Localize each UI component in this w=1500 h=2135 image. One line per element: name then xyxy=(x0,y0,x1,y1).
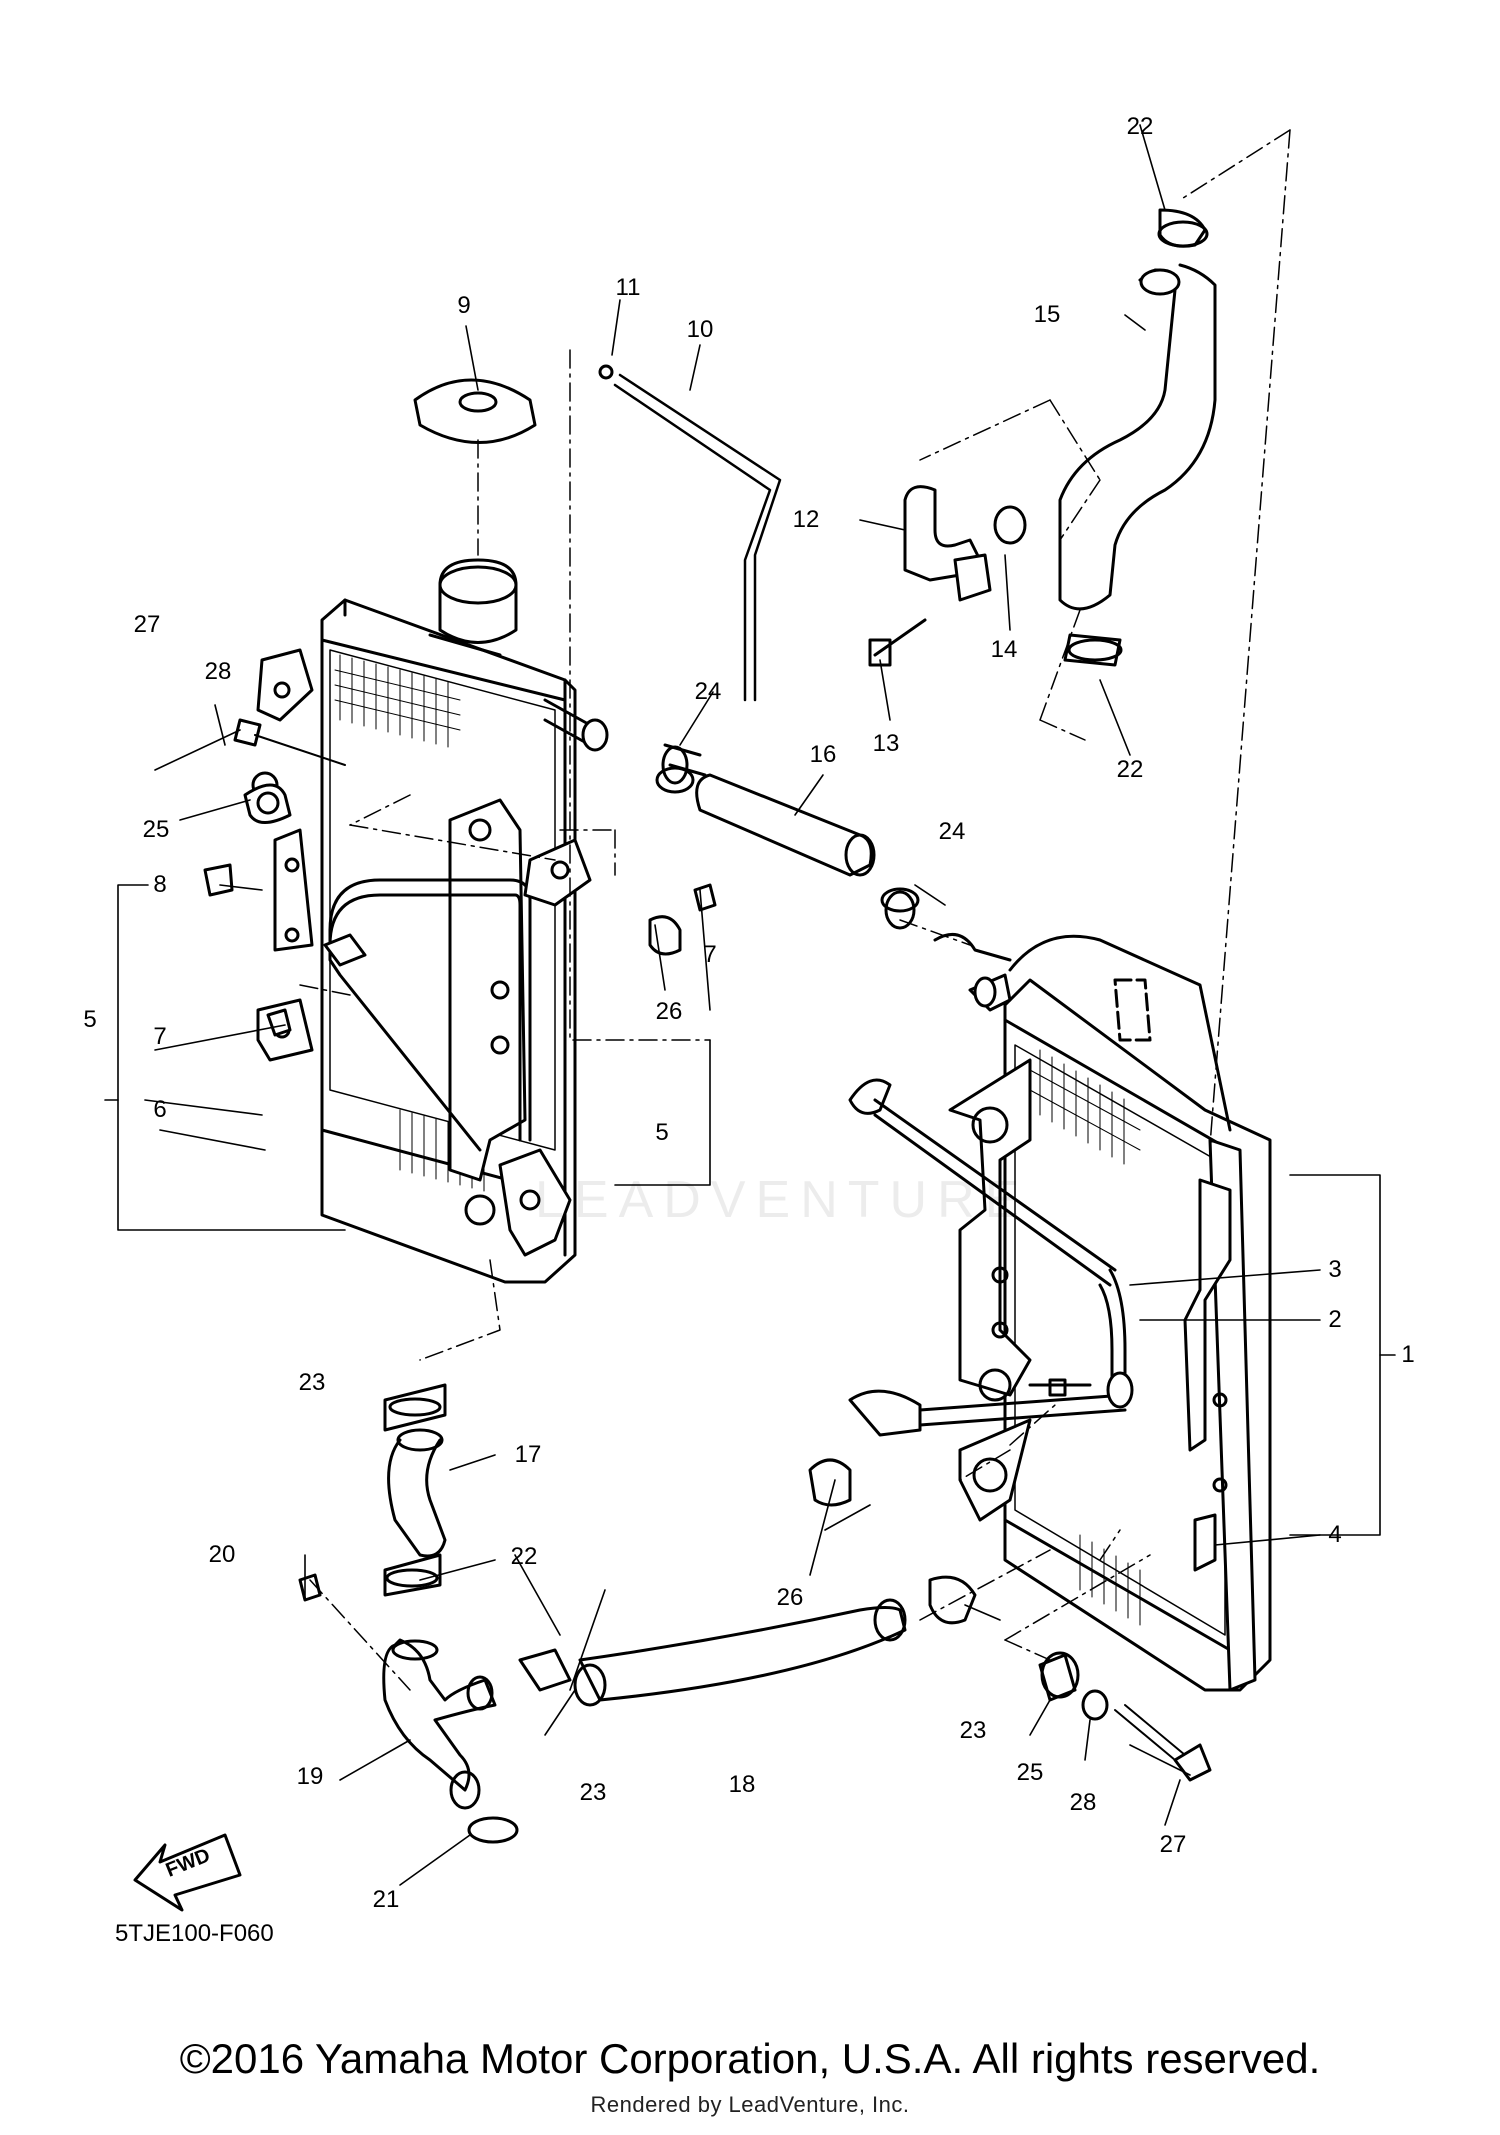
callout-23: 23 xyxy=(579,1779,607,1806)
callout-5: 5 xyxy=(655,1119,669,1146)
callout-26: 26 xyxy=(655,998,683,1025)
fwd-arrow-icon xyxy=(133,1833,242,1912)
callout-26: 26 xyxy=(776,1584,804,1611)
callout-27: 27 xyxy=(1159,1831,1187,1858)
callout-11: 11 xyxy=(615,274,641,301)
callout-3: 3 xyxy=(1328,1256,1342,1283)
group-brackets xyxy=(104,884,1396,1536)
callout-25: 25 xyxy=(142,816,170,843)
callout-20: 20 xyxy=(208,1541,236,1568)
rendered-by-notice: Rendered by LeadVenture, Inc. xyxy=(590,2092,910,2117)
callout-23: 23 xyxy=(959,1717,987,1744)
small-parts xyxy=(203,208,1217,1844)
callout-22: 22 xyxy=(510,1543,538,1570)
callout-17: 17 xyxy=(514,1441,542,1468)
callout-15: 15 xyxy=(1033,301,1061,328)
callout-1: 1 xyxy=(1401,1341,1415,1368)
callout-7: 7 xyxy=(703,941,717,968)
assembly-guides xyxy=(299,129,1291,1691)
callout-21: 21 xyxy=(372,1886,400,1913)
callout-8: 8 xyxy=(153,871,167,898)
callout-22: 22 xyxy=(1126,113,1154,140)
right-radiator xyxy=(848,934,1272,1692)
diagram-part-code: 5TJE100-F060 xyxy=(115,1920,274,1947)
callout-28: 28 xyxy=(204,658,232,685)
callout-6: 6 xyxy=(153,1096,167,1123)
copyright-notice: ©2016 Yamaha Motor Corporation, U.S.A. A… xyxy=(179,2035,1321,2082)
right-core-fins xyxy=(1029,1049,1141,1626)
callout-9: 9 xyxy=(457,292,471,319)
watermark-text: LEADVENTURE xyxy=(535,1171,1030,1229)
callout-24: 24 xyxy=(694,678,722,705)
callout-14: 14 xyxy=(990,636,1018,663)
callout-22: 22 xyxy=(1116,756,1144,783)
callout-28: 28 xyxy=(1069,1789,1097,1816)
callout-27: 27 xyxy=(133,611,161,638)
callout-16: 16 xyxy=(809,741,837,768)
callout-12: 12 xyxy=(792,506,820,533)
callout-23: 23 xyxy=(298,1369,326,1396)
leader-lines xyxy=(144,124,1321,1886)
callout-4: 4 xyxy=(1328,1521,1342,1548)
callout-10: 10 xyxy=(686,316,714,343)
callout-18: 18 xyxy=(728,1771,756,1798)
callout-13: 13 xyxy=(872,730,900,757)
left-core-fins xyxy=(334,654,485,1192)
callout-2: 2 xyxy=(1328,1306,1342,1333)
callout-7: 7 xyxy=(153,1023,167,1050)
callout-24: 24 xyxy=(938,818,966,845)
callout-5: 5 xyxy=(83,1006,97,1033)
callout-25: 25 xyxy=(1016,1759,1044,1786)
callout-19: 19 xyxy=(296,1763,324,1790)
